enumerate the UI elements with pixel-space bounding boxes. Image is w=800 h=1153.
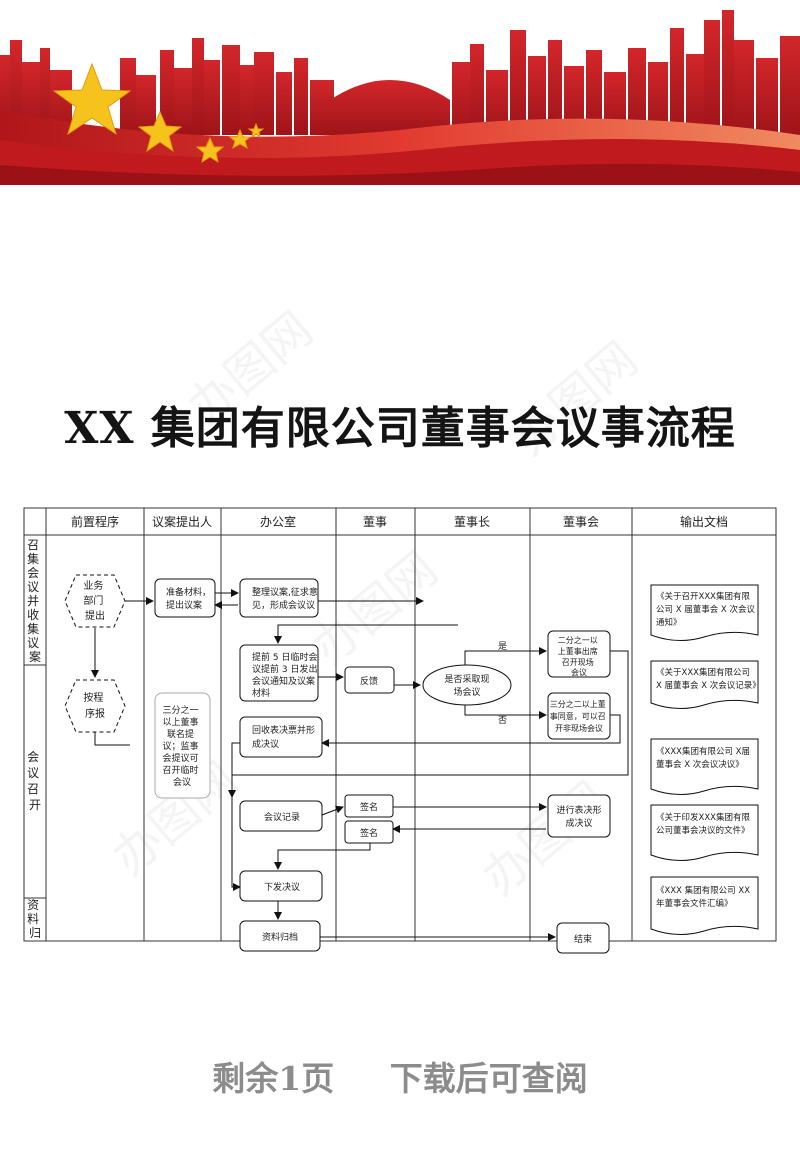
column-header: 董事长 <box>454 515 490 529</box>
sign-box <box>344 794 394 818</box>
column-header: 议案提出人 <box>152 514 212 529</box>
svg-text:《XXX 集团有限公司 XX 年董事会文件汇编》: 《XXX 集团有限公司 XX 年董事会文件汇编》 <box>656 885 753 909</box>
organize-proposal-box <box>239 578 319 618</box>
svg-text:三分之一 以上董事 联名提: 三分之一 以上董事 联名提 议；监事 会提议可 召开临时 会议 <box>163 704 202 788</box>
archive-box <box>239 920 321 952</box>
svg-text:按程 序报: 按程 序报 <box>83 691 106 720</box>
svg-text:进行表决形成决议: 进行表决形成决议 <box>556 804 601 829</box>
svg-text:准备材料，提出议案: 准备材料，提出议案 <box>166 586 211 611</box>
phase-label: 资 料 归 <box>27 898 43 940</box>
swimlane-grid <box>23 507 777 942</box>
output-document <box>650 660 759 709</box>
city-skyline <box>0 10 800 135</box>
feedback-box <box>344 666 395 694</box>
svg-text:《关于XXX集团有限公司 X 届董事会 X 次会: 《关于XXX集团有限公司 X 届董事会 X 次会议记录》 <box>656 667 761 691</box>
proposal-note-box <box>154 692 211 799</box>
collect-votes-box <box>239 716 323 758</box>
svg-text:整理议案,征求意见，形成会议议: 整理议案,征求意见，形成会议议 <box>252 586 318 611</box>
svg-text:是: 是 <box>498 641 507 652</box>
gold-star-icon <box>52 62 265 164</box>
column-header: 输出文档 <box>680 514 728 529</box>
issue-resolution-box <box>239 870 323 902</box>
svg-text:下发决议: 下发决议 <box>264 881 300 893</box>
send-notice-box <box>239 644 319 702</box>
output-document <box>650 804 759 861</box>
column-header: 董事会 <box>563 515 599 529</box>
column-header: 前置程序 <box>71 514 119 529</box>
download-to-view-text: 下载后可查阅 <box>389 1059 588 1098</box>
svg-text:反馈: 反馈 <box>360 675 378 687</box>
svg-text:是否采取现场会议: 是否采取现场会议 <box>444 674 489 698</box>
page-title: XX 集团有限公司董事会议事流程 <box>64 403 736 454</box>
svg-text:资料归档: 资料归档 <box>262 931 298 943</box>
output-document <box>650 876 759 935</box>
start-hexagon <box>64 574 126 628</box>
flowchart: 前置程序 议案提出人 办公室 董事 董事长 董事会 输出文档 召 集 会 议 并… <box>23 507 777 954</box>
svg-text:《关于召开XXX集团有限 公司 X 届董事会 X: 《关于召开XXX集团有限 公司 X 届董事会 X 次会议 通知》 <box>656 591 758 628</box>
end-box <box>556 922 610 954</box>
column-header: 董事 <box>363 515 387 529</box>
column-header: 办公室 <box>260 514 296 529</box>
prepare-materials-box <box>154 578 216 618</box>
download-notice: 剩余1页 下载后可查阅 <box>0 1052 800 1100</box>
report-hexagon <box>64 679 126 733</box>
svg-text:签名: 签名 <box>360 827 378 839</box>
svg-text:否: 否 <box>498 715 507 726</box>
svg-text:业务 部门 提出: 业务 部门 提出 <box>83 579 106 622</box>
svg-text:二分之一以 上董事出席 召开现场: 二分之一以 上董事出席 召开现场 会议 <box>558 635 601 677</box>
output-document <box>650 584 759 641</box>
output-document <box>650 738 759 795</box>
phase-label: 召 集 会 议 并 收 集 议 案 <box>27 538 43 664</box>
svg-text:《XXX集团有限公司 X届 董事会 X 次会议决: 《XXX集团有限公司 X届 董事会 X 次会议决议》 <box>656 746 753 770</box>
remaining-pages-text: 剩余1页 <box>212 1059 335 1098</box>
offsite-meeting-box <box>547 692 611 740</box>
svg-text:结束: 结束 <box>574 933 592 945</box>
svg-text:三分之二以上董 事同意，可以召 开非: 三分之二以上董 事同意，可以召 开非现场会议 <box>550 699 609 733</box>
svg-text:会议记录: 会议记录 <box>264 811 300 823</box>
meeting-minutes-box <box>239 800 323 832</box>
svg-text:《关于印发XXX集团有限 公司董事会决议的文件》: 《关于印发XXX集团有限 公司董事会决议的文件》 <box>656 812 753 836</box>
onsite-meeting-box <box>547 630 611 678</box>
decision-ellipse <box>422 664 512 706</box>
phase-label: 会 议 召 开 <box>27 750 43 812</box>
svg-text:签名: 签名 <box>360 801 378 813</box>
vote-resolution-box <box>547 794 611 838</box>
svg-text:提前 5 日临时会 议提前 3 日发出: 提前 5 日临时会 议提前 3 日发出 会议通知及议案 材料 <box>252 651 320 699</box>
header-banner <box>0 10 800 185</box>
svg-text:回收表决票并形成决议: 回收表决票并形成决议 <box>252 724 315 750</box>
sign-box <box>344 820 394 844</box>
